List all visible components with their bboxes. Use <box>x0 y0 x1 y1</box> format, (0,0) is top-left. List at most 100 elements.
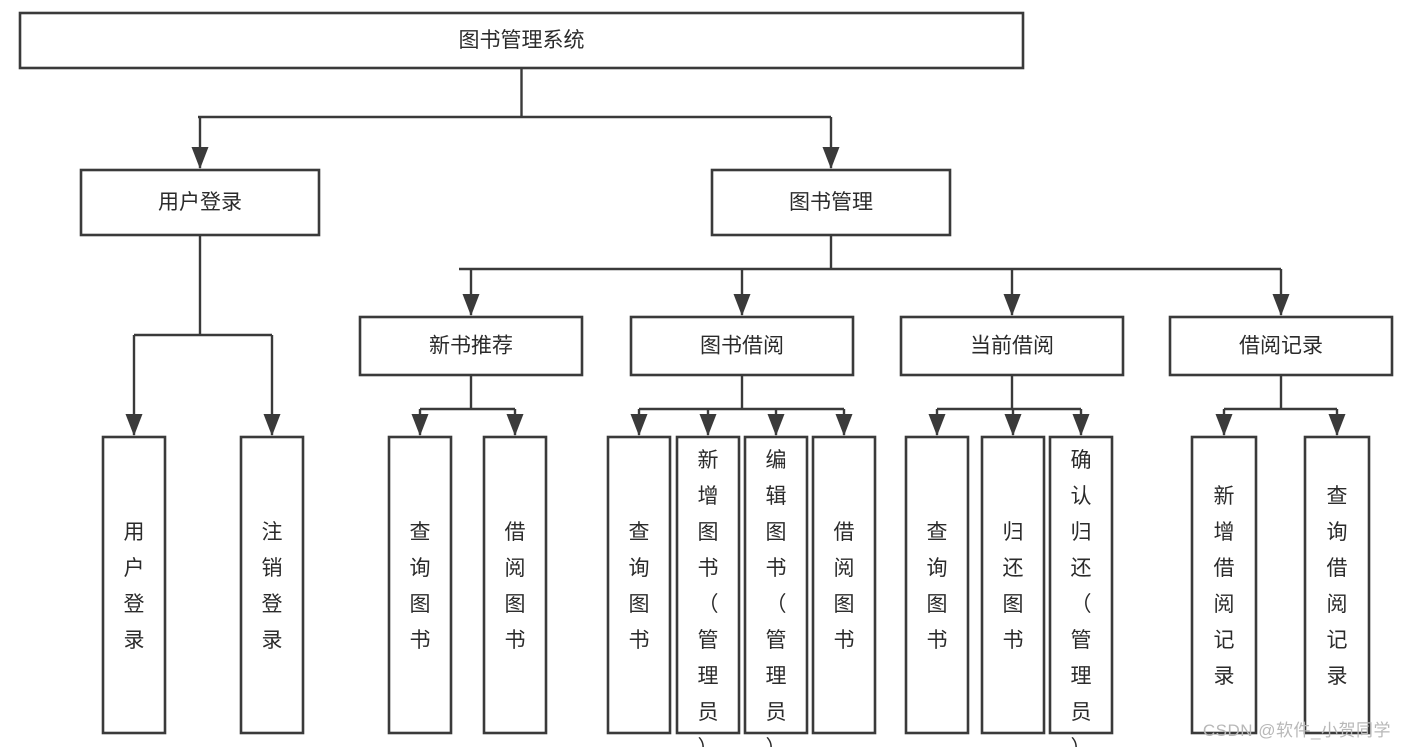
svg-text:图: 图 <box>698 521 719 544</box>
node-level3-box-2[interactable] <box>899 315 1125 377</box>
arrow-down-icon-newbook-leaves-1 <box>506 414 524 436</box>
node-leaf-box-0[interactable] <box>101 435 167 735</box>
arrow-down-icon-current-leaves-2 <box>1072 414 1090 436</box>
svg-text:增: 增 <box>698 485 719 508</box>
svg-text:新: 新 <box>1214 485 1235 508</box>
svg-text:认: 认 <box>1071 485 1092 508</box>
svg-text:书: 书 <box>927 629 948 652</box>
svg-text:书: 书 <box>505 629 526 652</box>
node-leaf-box-11[interactable] <box>1190 435 1258 735</box>
node-layer: 图书管理系统用户登录图书管理新书推荐图书借阅当前借阅借阅记录用户登录注销登录查询… <box>18 11 1394 747</box>
svg-text:询: 询 <box>1327 521 1348 544</box>
svg-text:查: 查 <box>629 521 650 544</box>
node-leaf-box-4[interactable] <box>606 435 672 735</box>
node-level3-label-2: 当前借阅 <box>970 335 1054 358</box>
node-level3-box-3[interactable] <box>1168 315 1394 377</box>
node-leaf-box-2[interactable] <box>387 435 453 735</box>
node-leaf-label-0: 用户登录 <box>124 521 145 652</box>
node-leaf-box-1[interactable] <box>239 435 305 735</box>
svg-text:书: 书 <box>410 629 431 652</box>
arrow-down-icon-login-leaves-0 <box>125 414 143 436</box>
node-leaf-box-3[interactable] <box>482 435 548 735</box>
svg-text:图: 图 <box>1003 593 1024 616</box>
arrow-down-icon-borrow-leaves-3 <box>835 414 853 436</box>
svg-text:户: 户 <box>124 557 145 580</box>
csdn-watermark: CSDN @软件_小贺同学 <box>1202 721 1391 740</box>
svg-text:还: 还 <box>1003 557 1024 580</box>
svg-text:询: 询 <box>629 557 650 580</box>
arrow-down-icon-borrow-leaves-0 <box>630 414 648 436</box>
svg-text:借: 借 <box>834 521 855 544</box>
node-leaf-box-10[interactable] <box>1048 435 1114 735</box>
svg-text:借: 借 <box>1214 557 1235 580</box>
svg-text:理: 理 <box>766 665 787 688</box>
node-level3-box-0[interactable] <box>358 315 584 377</box>
node-leaf-box-8[interactable] <box>904 435 970 735</box>
node-leaf-box-12[interactable] <box>1303 435 1371 735</box>
svg-text:查: 查 <box>410 521 431 544</box>
node-leaf-box-6[interactable] <box>743 435 809 735</box>
svg-text:阅: 阅 <box>1327 593 1348 616</box>
svg-text:书: 书 <box>698 557 719 580</box>
svg-text:员: 员 <box>766 701 787 724</box>
svg-text:阅: 阅 <box>834 557 855 580</box>
svg-text:书: 书 <box>629 629 650 652</box>
svg-text:）: ） <box>766 737 787 747</box>
arrow-down-icon-login-leaves-1 <box>263 414 281 436</box>
svg-text:（: （ <box>1071 593 1092 616</box>
svg-text:图: 图 <box>410 593 431 616</box>
svg-text:借: 借 <box>505 521 526 544</box>
svg-text:管: 管 <box>1071 629 1092 652</box>
svg-text:书: 书 <box>766 557 787 580</box>
svg-text:销: 销 <box>262 557 283 580</box>
svg-text:书: 书 <box>1003 629 1024 652</box>
svg-text:图: 图 <box>505 593 526 616</box>
arrow-down-icon-level2-0 <box>191 147 209 169</box>
svg-text:询: 询 <box>927 557 948 580</box>
node-leaf-box-9[interactable] <box>980 435 1046 735</box>
svg-text:（: （ <box>766 593 787 616</box>
svg-text:管: 管 <box>766 629 787 652</box>
node-leaf-box-5[interactable] <box>675 435 741 735</box>
arrow-down-icon-borrow-leaves-1 <box>699 414 717 436</box>
svg-text:借: 借 <box>1327 557 1348 580</box>
svg-text:新: 新 <box>698 449 719 472</box>
svg-text:归: 归 <box>1071 521 1092 544</box>
node-level2-box-0[interactable] <box>79 168 321 237</box>
svg-text:增: 增 <box>1214 521 1235 544</box>
arrow-down-icon-level3-0 <box>462 294 480 316</box>
node-level3-box-1[interactable] <box>629 315 855 377</box>
svg-text:查: 查 <box>927 521 948 544</box>
node-level3-label-0: 新书推荐 <box>429 335 513 358</box>
svg-text:登: 登 <box>262 593 283 616</box>
svg-text:录: 录 <box>262 629 283 652</box>
node-level3-label-1: 图书借阅 <box>700 335 784 358</box>
arrow-down-icon-level2-1 <box>822 147 840 169</box>
svg-text:管: 管 <box>698 629 719 652</box>
node-leaf-box-7[interactable] <box>811 435 877 735</box>
svg-text:）: ） <box>698 737 719 747</box>
node-root-box[interactable] <box>18 11 1025 70</box>
arrow-down-icon-current-leaves-1 <box>1004 414 1022 436</box>
svg-text:还: 还 <box>1071 557 1092 580</box>
svg-text:查: 查 <box>1327 485 1348 508</box>
node-level2-box-1[interactable] <box>710 168 952 237</box>
node-level2-label-0: 用户登录 <box>158 191 242 214</box>
arrow-down-icon-borrow-leaves-2 <box>767 414 785 436</box>
svg-text:记: 记 <box>1327 629 1348 652</box>
svg-text:注: 注 <box>262 521 283 544</box>
arrow-down-icon-newbook-leaves-0 <box>411 414 429 436</box>
svg-text:员: 员 <box>1071 701 1092 724</box>
connector-layer <box>125 68 1346 436</box>
svg-text:图: 图 <box>927 593 948 616</box>
svg-text:录: 录 <box>1327 665 1348 688</box>
